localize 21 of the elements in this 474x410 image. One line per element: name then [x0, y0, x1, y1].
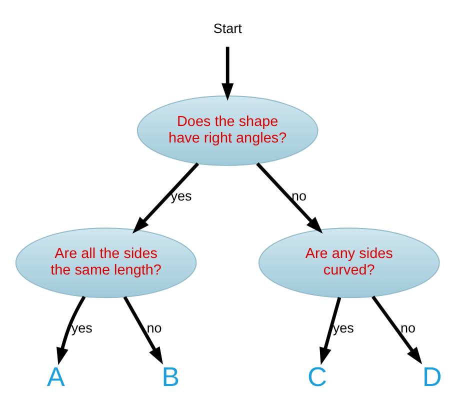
arrow: [132, 162, 200, 234]
arrow: [372, 296, 422, 364]
arrow: [222, 46, 234, 101]
node-ellipse: Are any sides curved?: [258, 228, 440, 298]
node-ellipse: Does the shape have right angles?: [136, 96, 318, 166]
edge-label: no: [146, 320, 162, 336]
node-text: C: [308, 362, 328, 392]
node-text: B: [162, 362, 180, 392]
node-text: D: [422, 362, 442, 392]
edge-label: yes: [170, 188, 192, 204]
edge-label: no: [291, 188, 306, 204]
arrow: [123, 296, 163, 365]
arrow: [320, 297, 342, 366]
node-text: Start: [213, 21, 242, 36]
edge-label: no: [400, 320, 416, 336]
node-ellipse: Are all the sides the same length?: [15, 228, 197, 298]
node-text: A: [46, 362, 65, 392]
arrow: [256, 162, 323, 234]
edge-label: yes: [71, 320, 92, 336]
arrow: [56, 296, 86, 366]
edge-label: yes: [332, 320, 354, 336]
